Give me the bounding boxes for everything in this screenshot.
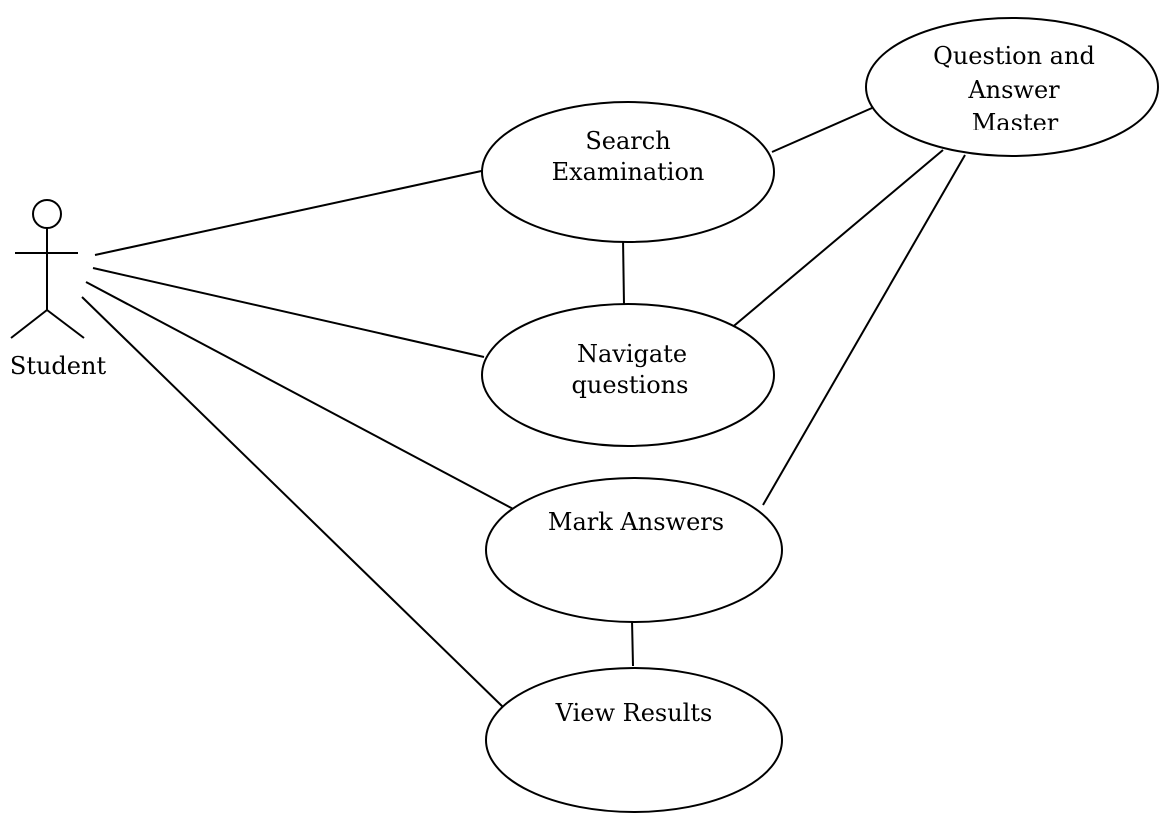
search-examination-label-line2: Examination [552, 158, 705, 186]
line-search-to-master [771, 107, 873, 153]
line-student-navigate-questions [92, 267, 485, 358]
line-student-view-results [81, 296, 505, 709]
actor-student [10, 199, 85, 339]
navigate-questions-label-line1: Navigate [577, 340, 687, 368]
question-answer-master-label-line3: Master [971, 109, 1059, 130]
line-student-search-examination [94, 169, 487, 256]
question-answer-master-label-line2: Answer [967, 76, 1060, 104]
use-case-search-examination [481, 101, 775, 243]
use-case-view-results [485, 667, 783, 813]
line-navigate-to-master [728, 149, 944, 331]
use-case-mark-answers [485, 477, 783, 623]
question-answer-master-label-line1: Question and [933, 42, 1095, 70]
line-mark-to-view [631, 619, 634, 667]
actor-left-leg [10, 309, 48, 339]
association-lines [81, 107, 966, 709]
actor-head [32, 199, 62, 229]
search-examination-label-line1: Search [585, 127, 670, 155]
view-results-label: View Results [555, 699, 713, 727]
line-student-mark-answers [85, 281, 518, 512]
use-case-ellipses [481, 17, 1159, 813]
use-case-question-answer-master [865, 17, 1159, 157]
mark-answers-label: Mark Answers [548, 508, 724, 536]
navigate-questions-label-line2: questions [572, 371, 689, 399]
line-search-to-navigate [622, 237, 625, 306]
line-mark-to-master [762, 154, 966, 506]
actor-label: Student [10, 352, 107, 380]
use-case-navigate-questions [481, 303, 775, 447]
actor-right-leg [46, 309, 85, 339]
